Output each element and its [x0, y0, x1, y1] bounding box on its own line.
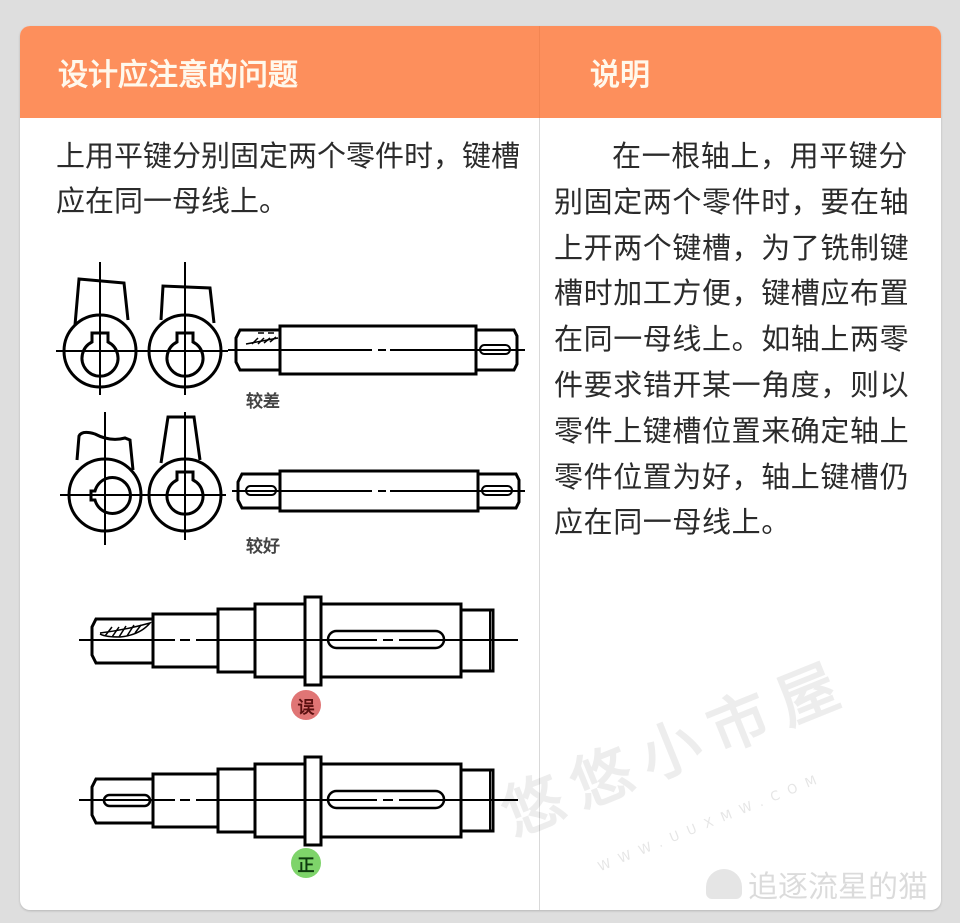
shaft-better: [232, 469, 525, 513]
stepped-shaft-correct: [79, 755, 518, 847]
cat-avatar-icon: [706, 869, 742, 899]
wrong-badge: 误: [291, 690, 321, 720]
design-table-card: 设计应注意的问题 说明 上用平键分别固定两个零件时，键槽应在同一母线上。 在一根…: [20, 26, 941, 910]
column-divider: [539, 118, 540, 910]
stepped-shaft-wrong: [79, 595, 518, 687]
problem-text: 上用平键分别固定两个零件时，键槽应在同一母线上。: [56, 139, 521, 218]
header-design-issues: 设计应注意的问题: [20, 26, 540, 118]
explanation-text: 在一根轴上，用平键分别固定两个零件时，要在轴上开两个键槽，为了铣制键槽时加工方便…: [554, 139, 910, 540]
correct-badge: 正: [291, 848, 321, 878]
header-explanation: 说明: [590, 58, 650, 93]
label-better: 较好: [246, 537, 280, 557]
label-worse: 较差: [246, 392, 280, 412]
watermark-author-name: 追逐流星的猫: [748, 870, 928, 905]
table-header: 设计应注意的问题 说明: [20, 26, 941, 118]
watermark-author: 追逐流星的猫: [706, 862, 928, 906]
shaft-worse: [228, 324, 525, 376]
